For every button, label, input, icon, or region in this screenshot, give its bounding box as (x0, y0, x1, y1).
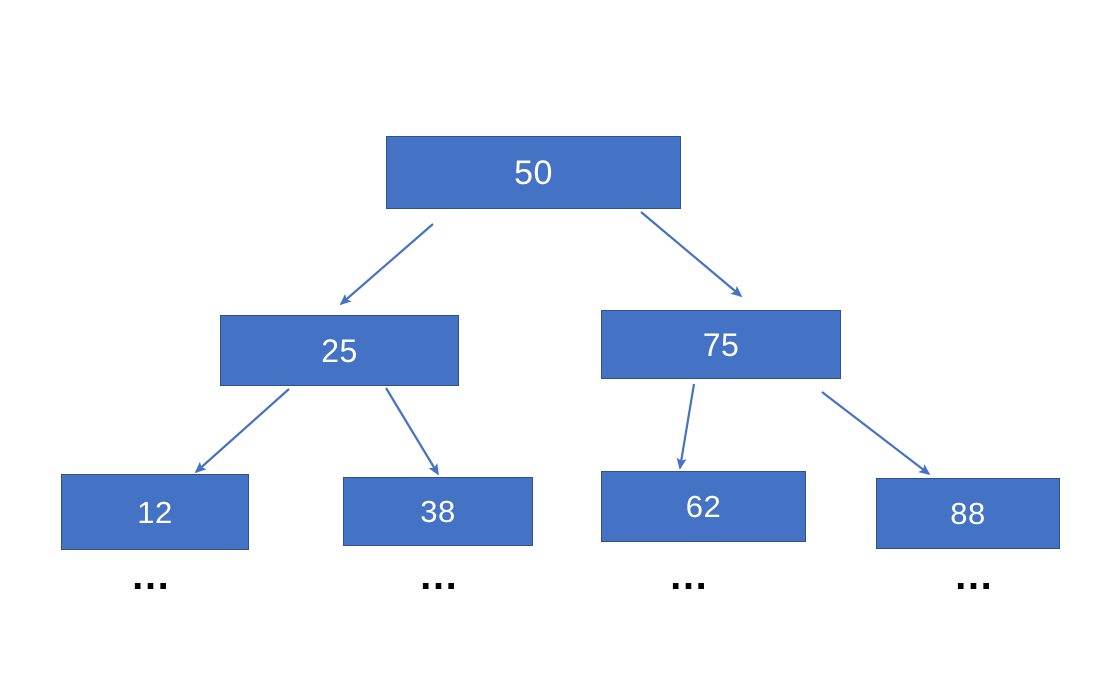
tree-node-50[interactable]: 50 (386, 136, 681, 209)
tree-node-label: 88 (950, 496, 986, 531)
ellipsis-under-n62: … (668, 554, 712, 598)
tree-node-38[interactable]: 38 (343, 477, 533, 546)
tree-edge-n75-to-n88 (821, 391, 931, 476)
tree-edge-n75-to-n62 (676, 383, 696, 470)
tree-edge-n25-to-n12 (194, 388, 290, 474)
ellipsis-under-n88: … (953, 554, 997, 598)
tree-edge-n25-to-n38 (385, 387, 439, 476)
tree-node-25[interactable]: 25 (220, 315, 459, 386)
ellipsis-under-n38: … (418, 554, 462, 598)
tree-edge-root-to-n25 (339, 223, 434, 306)
tree-node-label: 62 (685, 489, 722, 524)
tree-node-88[interactable]: 88 (876, 478, 1060, 549)
tree-node-label: 25 (321, 332, 358, 369)
tree-edge-root-to-n75 (640, 211, 743, 298)
tree-node-12[interactable]: 12 (61, 474, 249, 550)
tree-node-62[interactable]: 62 (601, 471, 806, 542)
tree-node-label: 38 (420, 494, 456, 529)
tree-node-label: 50 (514, 153, 553, 192)
tree-node-label: 75 (702, 326, 740, 363)
ellipsis-under-n12: … (130, 554, 174, 598)
tree-node-75[interactable]: 75 (601, 310, 841, 379)
tree-node-label: 12 (137, 494, 173, 530)
